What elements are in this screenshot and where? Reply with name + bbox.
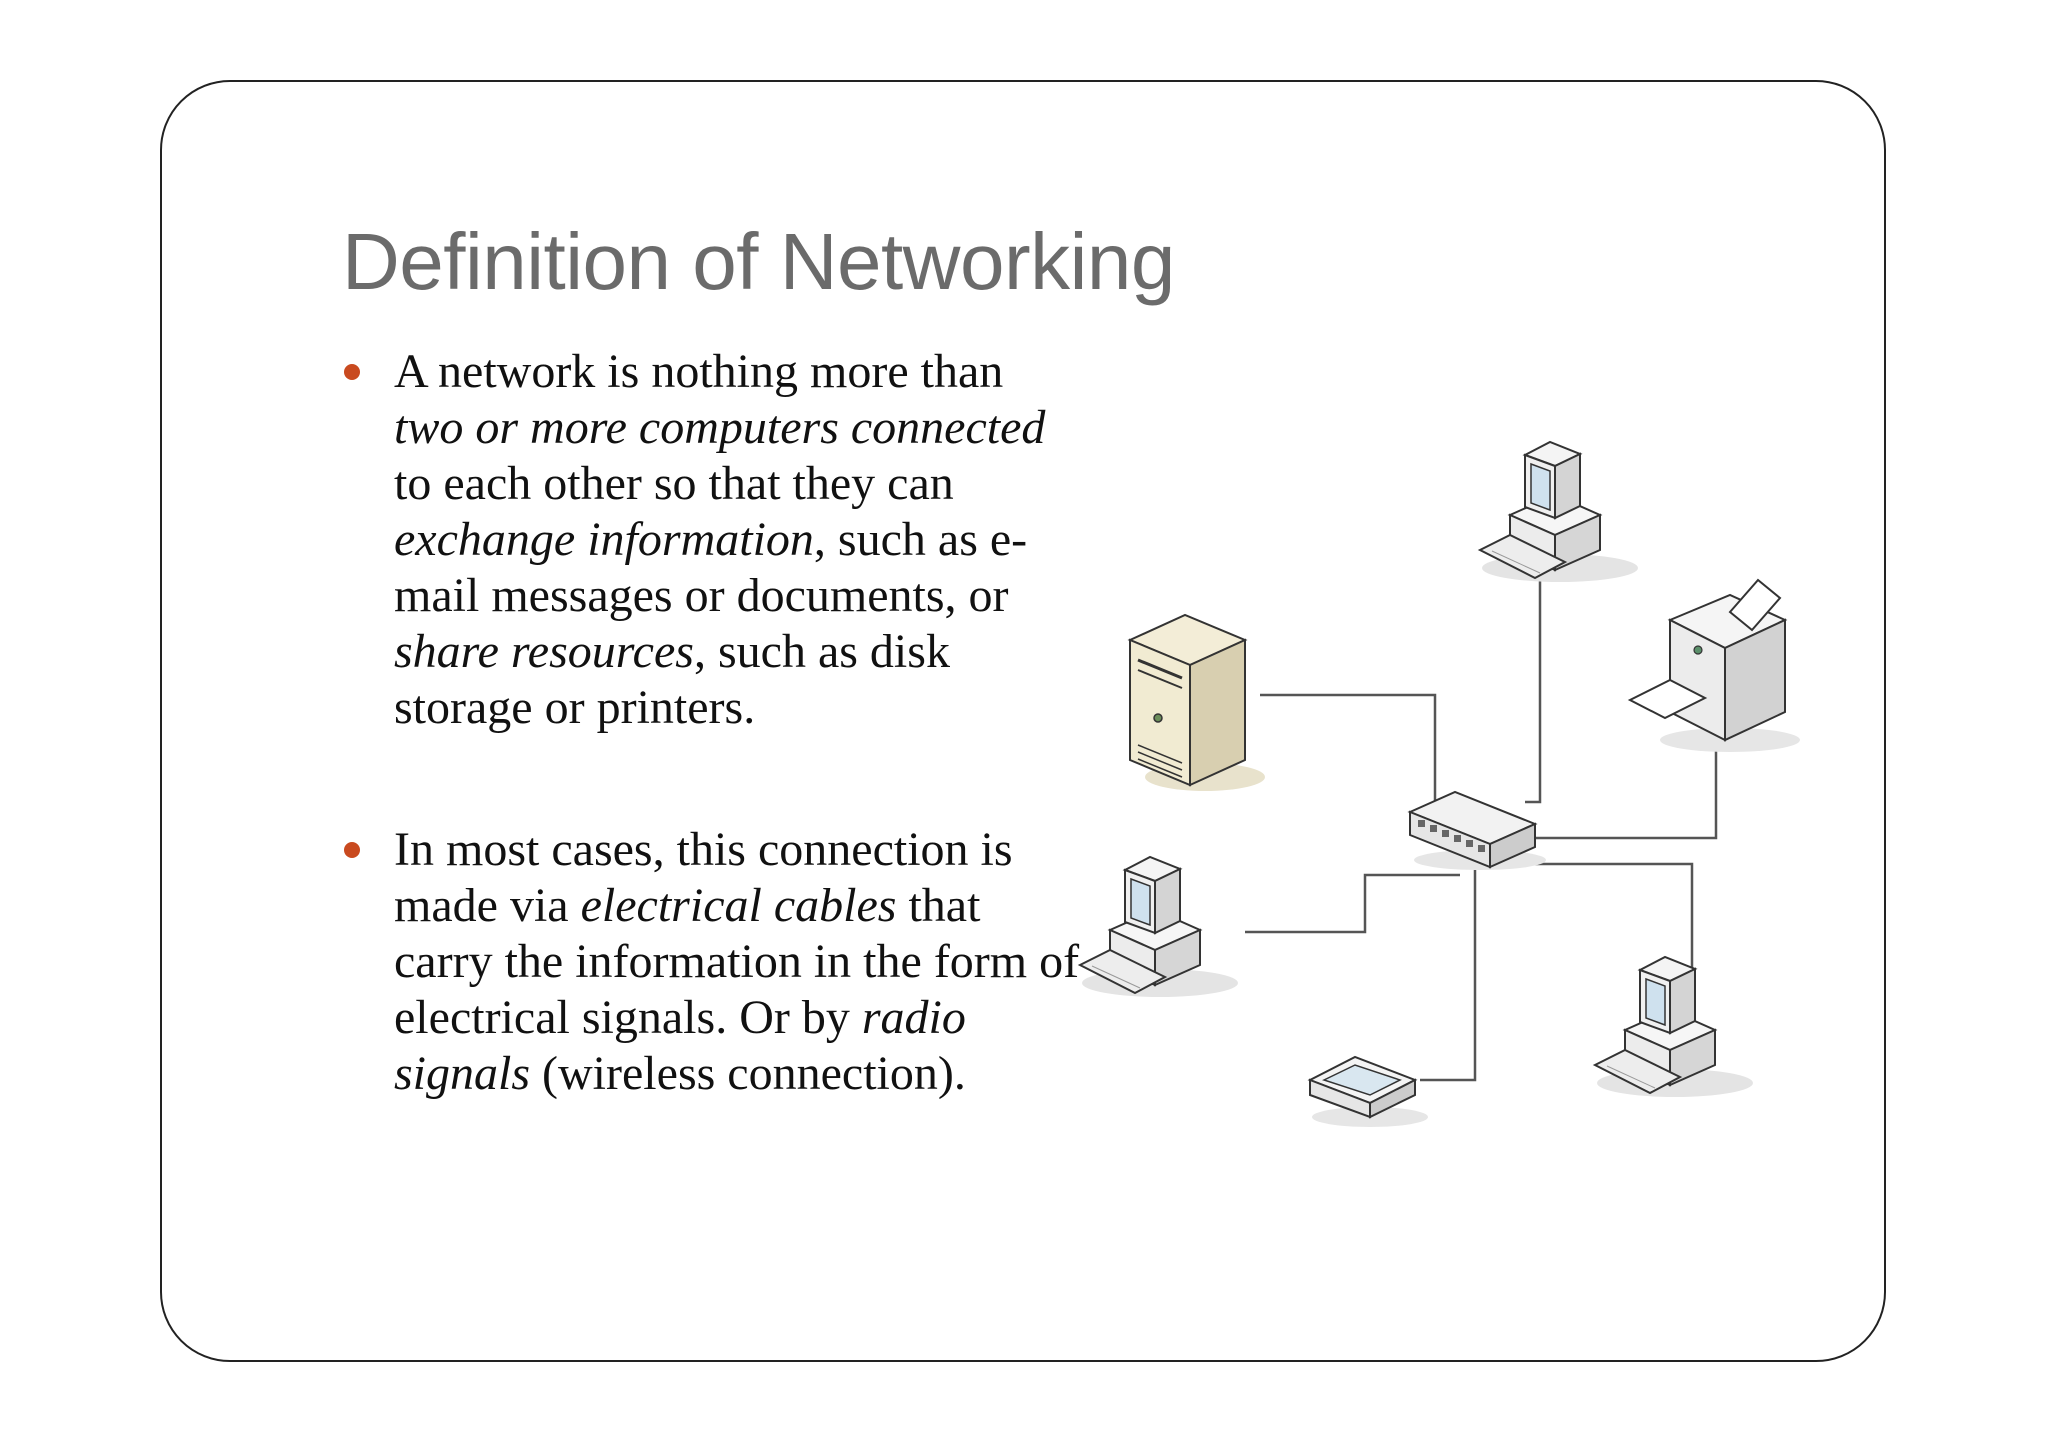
scanner-glass bbox=[1321, 1064, 1402, 1096]
bullet-text-segment: In most cases, this connection is made v… bbox=[394, 823, 1013, 932]
switch-port bbox=[1430, 825, 1437, 832]
network-switch-icon bbox=[1407, 790, 1546, 870]
monitor-side bbox=[1554, 452, 1581, 520]
bullet-text-segment: , such as e-mail messages or documents, … bbox=[394, 513, 1028, 622]
bullet-text: A network is nothing more than two or mo… bbox=[394, 345, 1045, 734]
server-detail bbox=[1137, 751, 1183, 771]
monitor-screen bbox=[1130, 877, 1151, 927]
scanner-icon bbox=[1307, 1055, 1428, 1127]
bullet-text-emphasis: electrical cables bbox=[580, 879, 897, 932]
bullet-text-segment: that carry the information in the form o… bbox=[394, 879, 1080, 1044]
server-detail bbox=[1137, 669, 1183, 689]
printer-icon bbox=[1627, 578, 1800, 752]
cable-top-computer bbox=[1525, 550, 1542, 804]
paper-out bbox=[1627, 678, 1708, 720]
cable-server bbox=[1260, 693, 1437, 815]
cable-right-computer bbox=[1530, 862, 1694, 970]
scanner-side bbox=[1369, 1078, 1416, 1119]
bullet-text-emphasis: two or more computers connected bbox=[394, 401, 1046, 454]
computer-icon bbox=[1077, 855, 1238, 997]
monitor-screen bbox=[1530, 462, 1551, 512]
server-detail bbox=[1137, 758, 1183, 778]
bullet-text-emphasis: share resources bbox=[394, 625, 694, 678]
printer-side bbox=[1724, 618, 1786, 742]
network-diagram bbox=[1077, 440, 1800, 1127]
bullet-text-segment: , such as disk storage or printers. bbox=[394, 625, 950, 734]
server-led bbox=[1153, 713, 1163, 723]
switch-port bbox=[1454, 835, 1461, 842]
keyboard-detail bbox=[1091, 965, 1141, 989]
keyboard bbox=[1592, 1048, 1683, 1095]
bullet-list: A network is nothing more than two or mo… bbox=[340, 344, 1080, 1102]
monitor-side bbox=[1669, 967, 1696, 1035]
monitor-screen bbox=[1645, 977, 1666, 1027]
switch-port bbox=[1442, 830, 1449, 837]
bullet-text-emphasis: radio signals bbox=[394, 991, 966, 1100]
cable-left-computer bbox=[1245, 873, 1460, 934]
bullet-text-segment: to each other so that they can bbox=[394, 457, 954, 510]
bullet-text-segment: (wireless connection). bbox=[530, 1047, 966, 1100]
computer-icon bbox=[1592, 955, 1753, 1097]
switch-side bbox=[1489, 822, 1536, 869]
server-detail bbox=[1137, 658, 1183, 680]
keyboard bbox=[1477, 533, 1568, 580]
server-side bbox=[1189, 638, 1246, 787]
bullet-text: In most cases, this connection is made v… bbox=[394, 823, 1079, 1100]
switch-port bbox=[1466, 840, 1473, 847]
keyboard-detail bbox=[1491, 550, 1541, 574]
bullet-dot-icon bbox=[344, 364, 360, 380]
printer-led bbox=[1693, 645, 1703, 655]
bullet-dot-icon bbox=[344, 842, 360, 858]
server-icon bbox=[1127, 613, 1265, 791]
bullet-item: In most cases, this connection is made v… bbox=[340, 822, 1080, 1102]
paper-in bbox=[1728, 578, 1782, 632]
shadow bbox=[1660, 728, 1800, 752]
server-detail bbox=[1137, 744, 1183, 764]
cable-scanner bbox=[1420, 870, 1477, 1082]
bullet-item: A network is nothing more than two or mo… bbox=[340, 344, 1080, 736]
switch-port bbox=[1418, 820, 1425, 827]
keyboard bbox=[1077, 948, 1168, 995]
slide-title: Definition of Networking bbox=[342, 217, 1175, 306]
computer-icon bbox=[1477, 440, 1638, 582]
switch-port bbox=[1478, 845, 1485, 852]
bullet-text-segment: A network is nothing more than bbox=[394, 345, 1004, 398]
slide-frame bbox=[160, 80, 1886, 1362]
bullet-text-emphasis: exchange information bbox=[394, 513, 814, 566]
monitor-side bbox=[1154, 867, 1181, 935]
keyboard-detail bbox=[1606, 1065, 1656, 1089]
